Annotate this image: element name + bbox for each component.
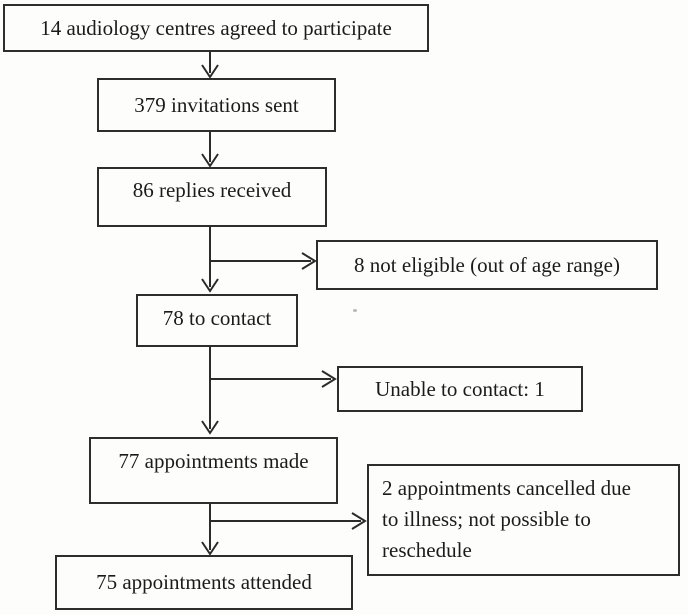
node-appointments-cancelled-line-3: reschedule [382, 538, 472, 562]
node-replies-received: 86 replies received [97, 167, 327, 227]
arrow-appointments-to-cancelled-icon [210, 512, 367, 530]
node-appointments-attended: 75 appointments attended [55, 555, 353, 610]
node-unable-to-contact: Unable to contact: 1 [337, 366, 583, 412]
arrow-replies-to-not-eligible-icon [210, 252, 317, 270]
arrow-replies-to-contact-icon [201, 227, 219, 293]
scan-artifact-dot [353, 309, 357, 312]
node-invitations-sent: 379 invitations sent [97, 78, 336, 132]
node-not-eligible: 8 not eligible (out of age range) [316, 240, 658, 290]
arrow-invitations-to-replies-icon [201, 132, 219, 168]
arrow-contact-to-unable-icon [210, 370, 337, 388]
node-audiology-centres: 14 audiology centres agreed to participa… [3, 4, 429, 52]
arrow-contact-to-appointments-icon [201, 347, 219, 435]
node-appointments-cancelled-line-1: 2 appointments cancelled due [382, 476, 631, 500]
node-appointments-cancelled-line-2: to illness; not possible to [382, 507, 591, 531]
node-to-contact: 78 to contact [136, 294, 298, 347]
node-appointments-made: 77 appointments made [89, 437, 338, 504]
node-appointments-cancelled: 2 appointments cancelled due to illness;… [367, 464, 680, 576]
arrow-centres-to-invitations-icon [201, 52, 219, 79]
arrow-appointments-to-attended-icon [201, 504, 219, 556]
